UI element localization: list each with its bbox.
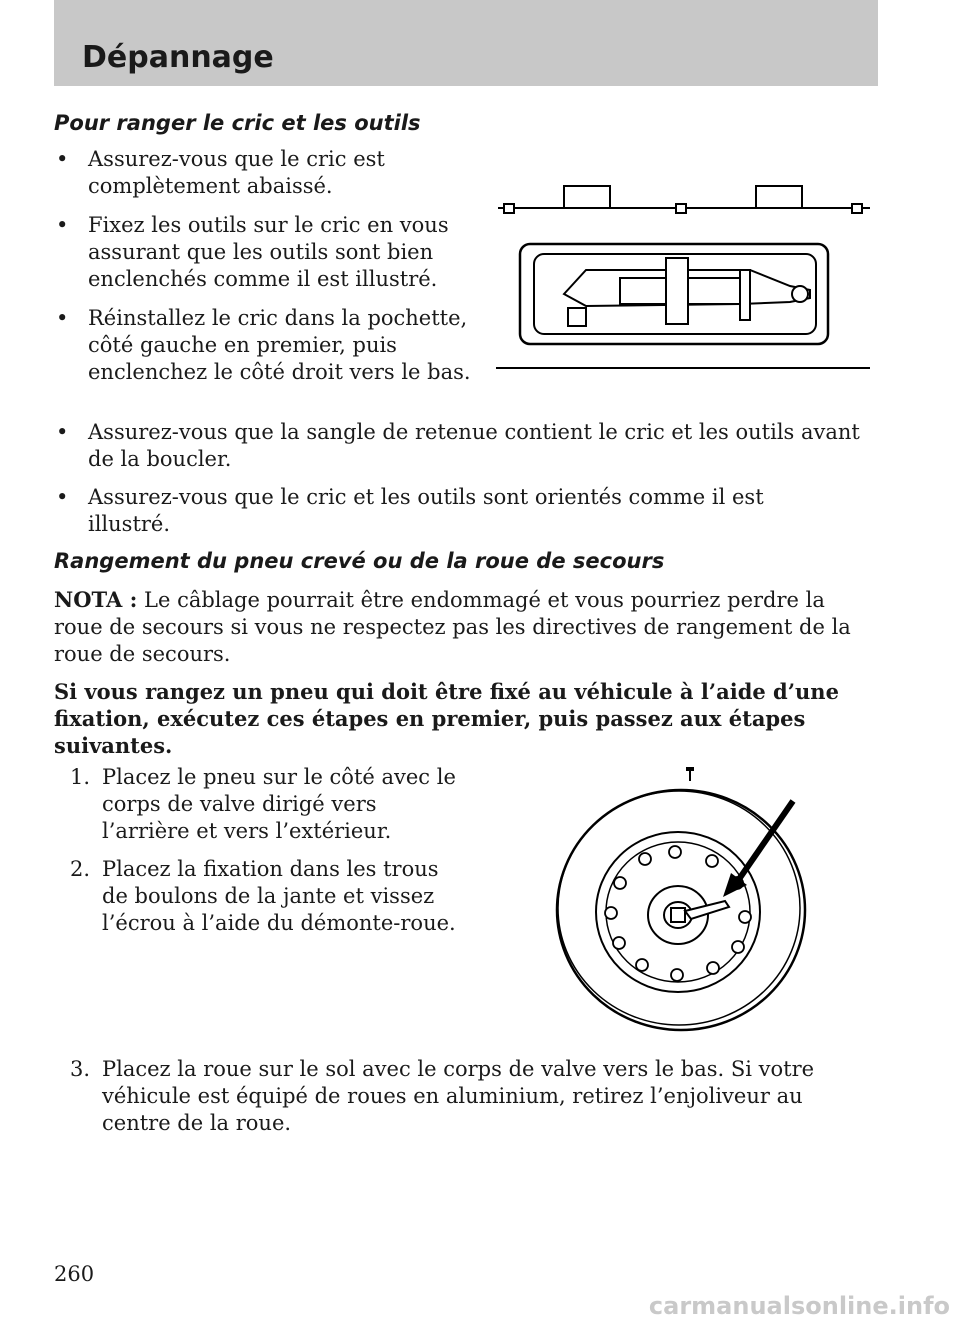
nota-label: NOTA : bbox=[54, 587, 138, 612]
section-title-spare-storage: Rangement du pneu crevé ou de la roue de… bbox=[54, 549, 665, 573]
page-title: Dépannage bbox=[82, 40, 274, 75]
list-item: 2. Placez la fixation dans les trous de … bbox=[70, 857, 456, 935]
spare-wheel-illustration bbox=[555, 767, 807, 1032]
header-band bbox=[54, 0, 878, 86]
jack-tools-illustration bbox=[496, 185, 870, 369]
list-item: • Assurez-vous que le cric est complètem… bbox=[56, 147, 385, 198]
step-number: 1. bbox=[70, 765, 91, 789]
list-item: • Fixez les outils sur le cric en vous a… bbox=[56, 213, 449, 291]
bullet-icon: • bbox=[56, 213, 69, 237]
bullet-icon: • bbox=[56, 306, 69, 330]
list-item: • Réinstallez le cric dans la pochette, … bbox=[56, 306, 471, 384]
bullet-icon: • bbox=[56, 147, 69, 171]
bullet-icon: • bbox=[56, 420, 69, 444]
section-title-jack-storage: Pour ranger le cric et les outils bbox=[54, 111, 421, 135]
list-item: • Assurez-vous que le cric et les outils… bbox=[56, 485, 764, 536]
list-item: 3. Placez la roue sur le sol avec le cor… bbox=[70, 1057, 815, 1135]
page-number: 260 bbox=[54, 1262, 95, 1286]
bold-instruction: Si vous rangez un pneu qui doit être fix… bbox=[54, 679, 839, 758]
nota-paragraph: NOTA : Le câblage pourrait être endommag… bbox=[54, 586, 874, 668]
nota-text: Le câblage pourrait être endommagé et vo… bbox=[54, 588, 851, 666]
list-item: • Assurez-vous que la sangle de retenue … bbox=[56, 420, 860, 471]
bullet-icon: • bbox=[56, 485, 69, 509]
step-number: 2. bbox=[70, 857, 91, 881]
list-item: 1. Placez le pneu sur le côté avec le co… bbox=[70, 765, 456, 843]
step-number: 3. bbox=[70, 1057, 91, 1081]
watermark: carmanualsonline.info bbox=[648, 1292, 950, 1320]
